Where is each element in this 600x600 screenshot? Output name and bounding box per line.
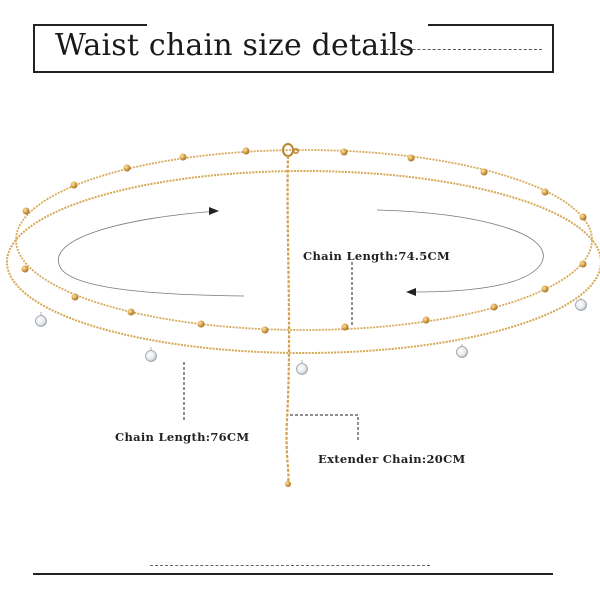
bead	[541, 285, 549, 293]
chain-length-label-inner: Chain Length:74.5CM	[303, 249, 451, 263]
header-frame-top-left	[33, 24, 147, 26]
bead	[422, 316, 430, 324]
header-frame-right	[552, 24, 554, 72]
bead	[341, 323, 349, 331]
crystal-charm-group	[35, 298, 587, 375]
bead	[197, 320, 205, 328]
extender-chain-label: Extender Chain:20CM	[318, 452, 466, 466]
footer-line	[33, 573, 553, 575]
bead	[127, 308, 135, 316]
outer-chain	[6, 170, 600, 354]
header-frame-bottom	[33, 71, 554, 73]
bead	[407, 154, 415, 162]
bead-group	[21, 147, 587, 334]
bead	[179, 153, 187, 161]
bead	[71, 293, 79, 301]
bead	[22, 207, 30, 215]
chain-length-label-outer: Chain Length:76CM	[115, 430, 250, 444]
crystal-charm	[575, 299, 587, 311]
bead	[579, 260, 587, 268]
crystal-charm	[296, 363, 308, 375]
extender-chain	[285, 155, 291, 483]
crystal-charm	[145, 350, 157, 362]
header-frame-left	[33, 24, 35, 72]
bead	[70, 181, 78, 189]
crystal-charm	[456, 346, 468, 358]
bead	[490, 303, 498, 311]
bead	[480, 168, 488, 176]
title-dashed-line	[382, 49, 542, 50]
header-frame-top-right	[428, 24, 554, 26]
bead	[261, 326, 269, 334]
bead	[340, 148, 348, 156]
bead	[123, 164, 131, 172]
bead	[541, 188, 549, 196]
arrow-head-right	[209, 207, 219, 215]
bead	[21, 265, 29, 273]
bead	[242, 147, 250, 155]
crystal-charm	[35, 315, 47, 327]
extender-end-bead	[285, 481, 291, 487]
leader-line-extender	[290, 414, 359, 440]
inner-chain	[15, 149, 593, 331]
bead	[579, 213, 587, 221]
page-title: Waist chain size details	[55, 28, 415, 63]
footer-dashed-line	[150, 565, 430, 566]
rotation-arc-top	[58, 210, 245, 297]
rotation-arc-bottom	[376, 209, 544, 293]
arrow-head-left	[406, 288, 416, 296]
